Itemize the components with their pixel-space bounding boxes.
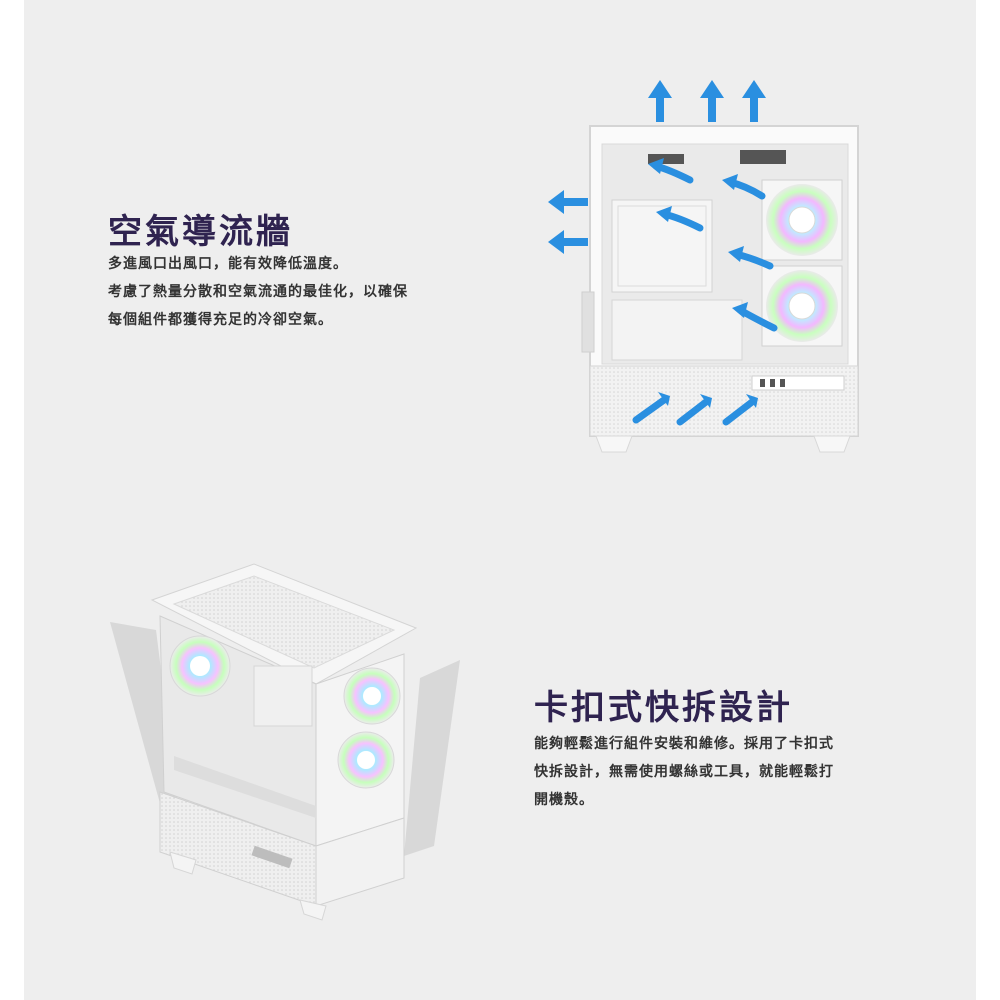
- section2-line-1: 能夠輕鬆進行組件安裝和維修。採用了卡扣式: [534, 736, 834, 752]
- section2-line-3: 開機殼。: [534, 792, 594, 808]
- section2-description: 能夠輕鬆進行組件安裝和維修。採用了卡扣式 快拆設計，無需使用螺絲或工具，就能輕鬆…: [534, 730, 834, 814]
- fan-upper-icon: [761, 179, 843, 261]
- airflow-case-image: [548, 80, 859, 453]
- section1-line-2: 考慮了熱量分散和空氣流通的最佳化，以確保: [108, 284, 408, 300]
- section2-title: 卡扣式快拆設計: [534, 688, 793, 728]
- quick-release-case-image: [110, 563, 460, 921]
- arrow-up-icon: [648, 80, 766, 122]
- right-glass-panel: [404, 660, 460, 856]
- section1-description: 多進風口出風口，能有效降低溫度。 考慮了熱量分散和空氣流通的最佳化，以確保 每個…: [108, 250, 408, 334]
- arrow-left-icon: [548, 190, 588, 254]
- section1-title: 空氣導流牆: [108, 212, 293, 252]
- fan-lower-icon: [761, 265, 843, 347]
- section1-line-3: 每個組件都獲得充足的冷卻空氣。: [108, 312, 333, 328]
- section1-line-1: 多進風口出風口，能有效降低溫度。: [108, 256, 348, 272]
- section2-line-2: 快拆設計，無需使用螺絲或工具，就能輕鬆打: [534, 764, 834, 780]
